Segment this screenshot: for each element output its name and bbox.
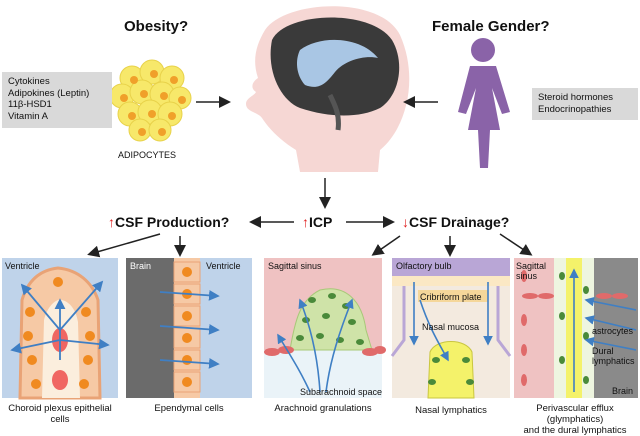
panel-perivascular bbox=[514, 258, 638, 398]
female-factors-box: Steroid hormones Endocrinopathies bbox=[532, 88, 638, 120]
factor-cytokines: Cytokines bbox=[8, 76, 50, 87]
factor-adipokines: Adipokines (Leptin) bbox=[8, 87, 90, 99]
ependymal-caption: Ependymal cells bbox=[154, 403, 224, 414]
csf-production-label: ↑CSF Production? bbox=[108, 214, 230, 230]
panel-arachnoid bbox=[264, 258, 386, 398]
choroid-caption: Choroid plexus epithelial cells bbox=[8, 403, 112, 425]
olfactory-bulb-label: Olfactory bulb bbox=[396, 261, 452, 271]
factor-endocrinopathies: Endocrinopathies bbox=[538, 103, 612, 115]
subarachnoid-label: Subarachnoid space bbox=[300, 387, 383, 397]
diagram-graphics bbox=[2, 6, 638, 400]
dural-lymphatics-label: Dural lymphatics bbox=[592, 346, 635, 366]
astrocytes-label: astrocytes bbox=[592, 326, 634, 336]
perivascular-sinus-label: Sagittal sinus bbox=[516, 261, 547, 281]
choroid-ventricle-label: Ventricle bbox=[5, 261, 40, 271]
obesity-title: Obesity? bbox=[124, 18, 189, 35]
factor-steroid-hormones: Steroid hormones bbox=[538, 92, 613, 103]
female-icon bbox=[458, 38, 510, 168]
nasal-caption: Nasal lymphatics bbox=[415, 405, 487, 416]
female-gender-title: Female Gender? bbox=[432, 18, 550, 35]
csf-drainage-label: ↓CSF Drainage? bbox=[402, 214, 510, 230]
adipocytes-label: ADIPOCYTES bbox=[118, 150, 177, 160]
factor-vitamin-a: Vitamin A bbox=[8, 110, 48, 122]
adipocytes-cluster bbox=[109, 59, 192, 142]
arachnoid-caption: Arachnoid granulations bbox=[274, 403, 372, 414]
head-illustration bbox=[246, 6, 410, 172]
perivascular-brain-label: Brain bbox=[612, 386, 634, 396]
icp-label: ↑ICP bbox=[302, 214, 333, 230]
factor-11b-hsd1: 11β-HSD1 bbox=[8, 99, 52, 110]
up-arrow-icon: ↑ bbox=[302, 214, 309, 230]
panel-ependymal bbox=[126, 258, 252, 398]
up-arrow-icon: ↑ bbox=[108, 214, 115, 230]
down-arrow-icon: ↓ bbox=[402, 214, 409, 230]
ependymal-ventricle-label: Ventricle bbox=[206, 261, 241, 271]
nasal-mucosa-label: Nasal mucosa bbox=[422, 322, 480, 332]
cribriform-plate-label: Cribriform plate bbox=[420, 292, 482, 302]
obesity-factors-box: Cytokines Adipokines (Leptin) 11β-HSD1 V… bbox=[2, 72, 112, 128]
panel-nasal bbox=[390, 258, 512, 399]
arachnoid-sinus-label: Sagittal sinus bbox=[268, 261, 322, 271]
perivascular-caption: Perivascular efflux (glymphatics) and th… bbox=[523, 403, 627, 436]
panel-choroid bbox=[2, 258, 118, 400]
ependymal-brain-label: Brain bbox=[130, 261, 152, 271]
